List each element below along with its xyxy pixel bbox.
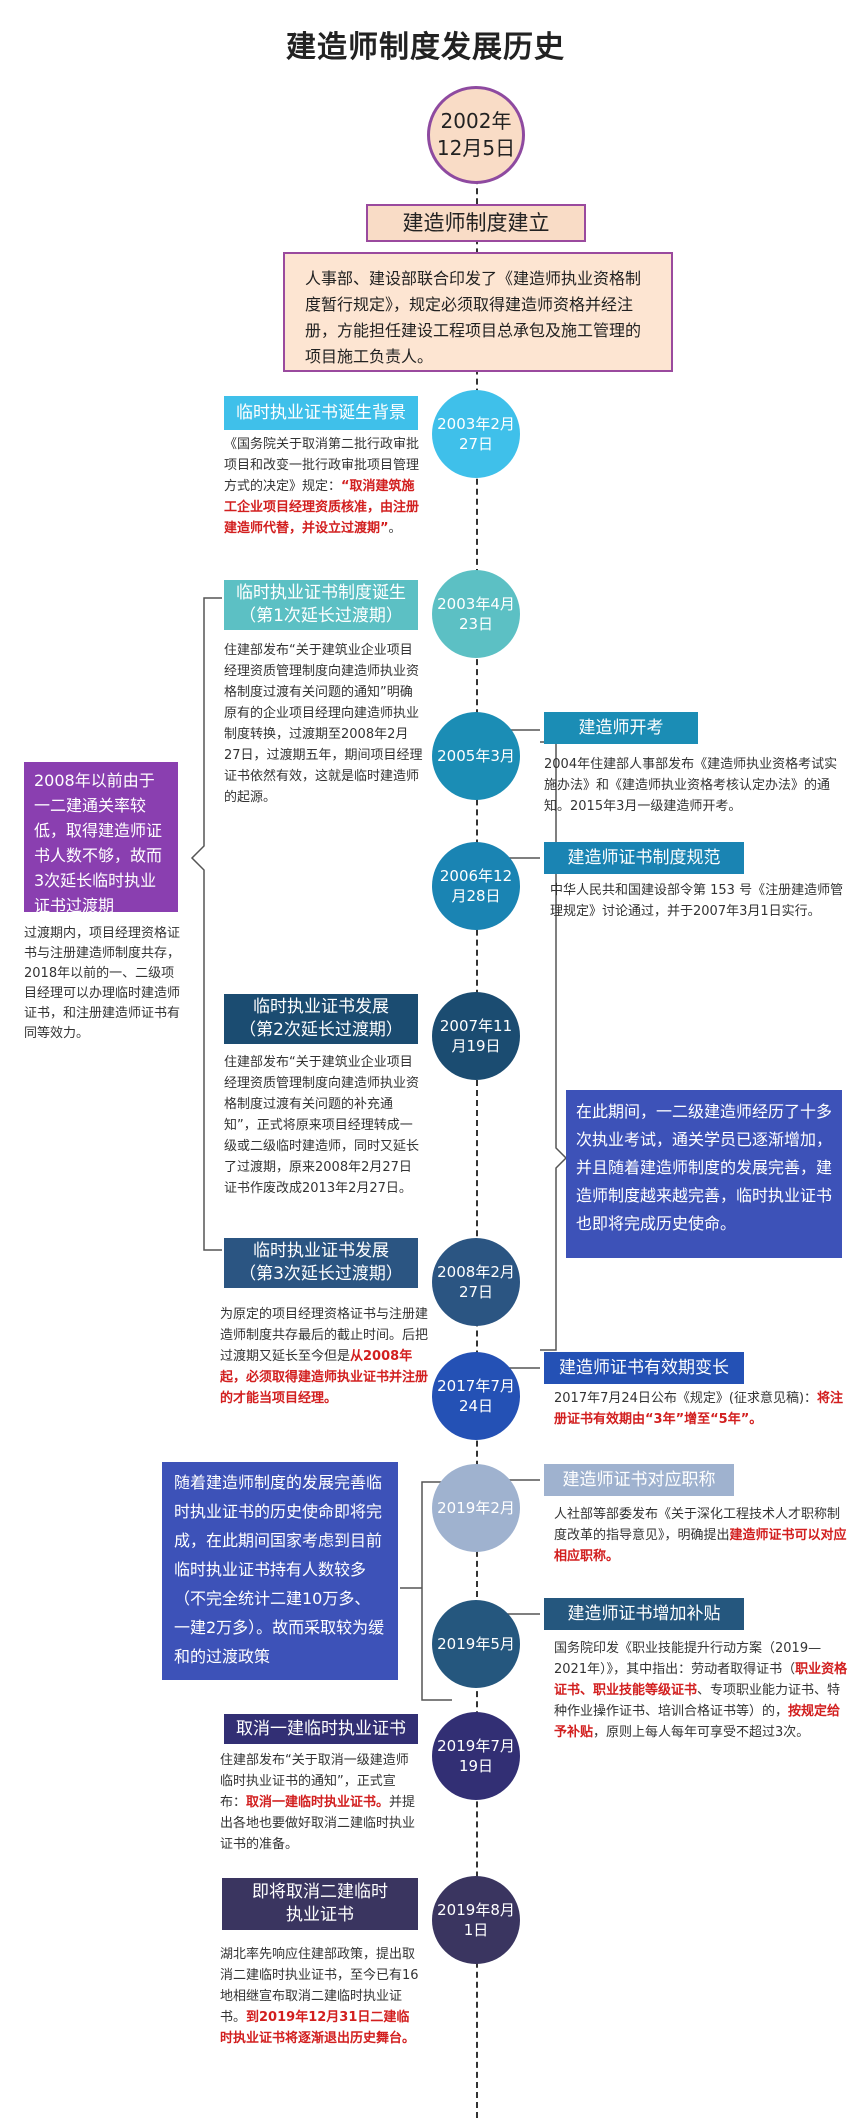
event-header-2019-05: 建造师证书增加补贴 — [544, 1598, 744, 1630]
event-header-start: 建造师制度建立 — [366, 204, 586, 242]
event-text-2006-12: 中华人民共和国建设部令第 153 号《注册建造师管理规定》讨论通过，并于2007… — [550, 883, 844, 919]
event-header-2008-02: 临时执业证书发展 （第3次延长过渡期） — [224, 1238, 418, 1288]
event-text-2019-07: 住建部发布“关于取消一级建造师临时执业证书的通知”，正式宣布：取消一建临时执业证… — [220, 1753, 416, 1852]
event-text-2019-02: 人社部等部委发布《关于深化工程技术人才职称制度改革的指导意见》，明确提出建造师证… — [554, 1507, 847, 1564]
event-header-2003-02: 临时执业证书诞生背景 — [224, 396, 418, 430]
event-text-2019-08: 湖北率先响应住建部政策，提出取消二建临时执业证书，至今已有16地相继宣布取消二建… — [220, 1947, 419, 2046]
event-header-2019-02: 建造师证书对应职称 — [544, 1464, 734, 1496]
event-text-2008-02: 为原定的项目经理资格证书与注册建造师制度共存最后的截止时间。后把过渡期又延长至今… — [220, 1307, 429, 1406]
event-text-2003-04: 住建部发布“关于建筑业企业项目经理资质管理制度向建造师执业资格制度过渡有关问题的… — [224, 643, 423, 805]
timeline-spine — [476, 88, 478, 2118]
event-text-2017-07: 2017年7月24日公布《规定》(征求意见稿)：将注册证书有效期由“3年”增至“… — [554, 1391, 844, 1427]
date-circle-2003-04: 2003年4月 23日 — [432, 570, 520, 658]
note-extension-reason: 2008年以前由于一二建通关率较低，取得建造师证书人数不够，故而3次延长临时执业… — [24, 762, 178, 915]
event-header-2019-08: 即将取消二建临时 执业证书 — [222, 1878, 418, 1930]
left-bracket-1 — [190, 597, 222, 1251]
date-circle-2017-07: 2017年7月 24日 — [432, 1352, 520, 1440]
event-header-2006-12: 建造师证书制度规范 — [544, 842, 744, 874]
event-header-2005-03: 建造师开考 — [544, 712, 698, 744]
date-circle-2007-11: 2007年11 月19日 — [432, 992, 520, 1080]
event-text-2019-05: 国务院印发《职业技能提升行动方案（2019—2021年）》，其中指出：劳动者取得… — [554, 1641, 848, 1740]
note-exam-period: 在此期间，一二级建造师经历了十多次执业考试，通关学员已逐渐增加，并且随着建造师制… — [566, 1090, 842, 1258]
event-header-2017-07: 建造师证书有效期变长 — [544, 1352, 744, 1384]
right-bracket-1 — [540, 741, 568, 1351]
left-bracket-2 — [400, 1481, 452, 1701]
date-circle-2019-08: 2019年8月 1日 — [432, 1876, 520, 1964]
event-text-2003-02: 《国务院关于取消第二批行政审批项目和改变一批行政审批项目管理方式的决定》规定：“… — [224, 437, 420, 536]
event-text-start: 人事部、建设部联合印发了《建造师执业资格制度暂行规定》，规定必须取得建造师资格并… — [283, 252, 673, 372]
date-circle-2005-03: 2005年3月 — [432, 712, 520, 800]
date-circle-2019-02: 2019年2月 — [432, 1464, 520, 1552]
date-circle-2003-02: 2003年2月 27日 — [432, 390, 520, 478]
note-transition-period: 过渡期内，项目经理资格证书与注册建造师制度共存，2018年以前的一、二级项目经理… — [24, 926, 181, 1041]
date-circle-2006-12: 2006年12 月28日 — [432, 842, 520, 930]
date-circle-2019-07: 2019年7月 19日 — [432, 1712, 520, 1800]
page-title: 建造师制度发展历史 — [286, 30, 565, 65]
event-text-2007-11: 住建部发布“关于建筑业企业项目经理资质管理制度向建造师执业资格制度过渡有关问题的… — [224, 1055, 420, 1196]
event-header-2003-04: 临时执业证书制度诞生 （第1次延长过渡期） — [224, 580, 418, 630]
event-header-2019-07: 取消一建临时执业证书 — [224, 1714, 418, 1744]
event-text-2005-03: 2004年住建部人事部发布《建造师执业资格考试实施办法》和《建造师执业资格考核认… — [544, 757, 838, 814]
date-circle-start: 2002年 12月5日 — [427, 86, 525, 184]
date-circle-2019-05: 2019年5月 — [432, 1600, 520, 1688]
note-gradual-policy: 随着建造师制度的发展完善临时执业证书的历史使命即将完成，在此期间国家考虑到目前临… — [162, 1462, 398, 1680]
event-header-2007-11: 临时执业证书发展 （第2次延长过渡期） — [224, 994, 418, 1044]
date-circle-2008-02: 2008年2月 27日 — [432, 1238, 520, 1326]
